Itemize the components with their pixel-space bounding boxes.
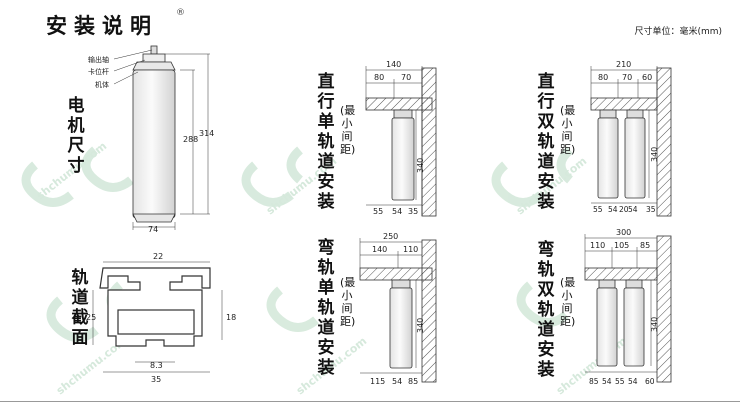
track-dim-35: 35 <box>151 375 161 384</box>
p3-top-dim-2: 110 <box>403 245 418 254</box>
p4-top-dim-1: 110 <box>590 241 605 250</box>
p1-bottom-dim-2: 54 <box>392 207 402 216</box>
p1-subheading: (最小间距) <box>340 104 356 156</box>
page-title: 安装说明 <box>46 14 158 38</box>
motor-diagram <box>113 45 210 230</box>
label-clip-rod: 卡位杆 <box>88 68 109 76</box>
track-dim-25: 25 <box>86 313 96 322</box>
p2-total-dim: 210 <box>616 60 631 69</box>
motor-dim-314: 314 <box>199 129 214 138</box>
p4-subheading: (最小间距) <box>560 276 576 328</box>
registered-mark: ® <box>176 8 185 18</box>
p3-total-dim: 250 <box>383 232 398 241</box>
track-section-diagram <box>99 267 211 347</box>
install-diagram-curved-double <box>584 234 672 383</box>
unit-note: 尺寸单位：毫米(mm) <box>634 27 722 37</box>
motor-size-heading: 电机尺寸 <box>67 96 85 176</box>
p1-heading: 直行单轨道安装 <box>317 72 335 212</box>
track-dim-18: 18 <box>226 313 236 322</box>
p1-top-dim-1: 80 <box>374 73 384 82</box>
install-diagram-curved-single <box>359 238 437 383</box>
p1-bottom-dim-3: 35 <box>408 207 418 216</box>
p2-top-dim-1: 80 <box>598 73 608 82</box>
label-output-shaft: 输出轴 <box>88 56 109 64</box>
p2-top-dim-2: 70 <box>622 73 632 82</box>
p3-bottom-dim-3: 85 <box>408 377 418 386</box>
label-motor-body: 机体 <box>95 81 109 89</box>
track-dim-22: 22 <box>153 252 163 261</box>
p4-height-dim: 340 <box>650 317 659 332</box>
p1-total-dim: 140 <box>386 60 401 69</box>
track-section-heading: 轨道截面 <box>71 268 89 348</box>
p2-height-dim: 340 <box>650 147 659 162</box>
track-dim-8-3: 8.3 <box>150 361 163 370</box>
watermark-text: shchumu.com <box>554 334 629 397</box>
p3-heading: 弯轨单轨道安装 <box>317 238 335 378</box>
p4-total-dim: 300 <box>616 228 631 237</box>
p2-subheading: (最小间距) <box>560 104 576 156</box>
p2-bottom-dim-4: 54 <box>628 205 638 214</box>
p1-height-dim: 340 <box>416 158 425 173</box>
footer-divider <box>0 401 740 402</box>
p4-heading: 弯轨双轨道安装 <box>537 240 555 380</box>
p4-bottom-dim-5: 60 <box>645 377 655 386</box>
p2-bottom-dim-2: 54 <box>608 205 618 214</box>
p2-top-dim-3: 60 <box>642 73 652 82</box>
install-diagram-straight-double <box>590 66 672 217</box>
p4-bottom-dim-3: 55 <box>615 377 625 386</box>
track-dims <box>92 261 223 373</box>
p3-height-dim: 340 <box>416 318 425 333</box>
p2-bottom-dim-1: 55 <box>593 205 603 214</box>
p4-bottom-dim-1: 85 <box>589 377 599 386</box>
p4-top-dim-3: 85 <box>640 241 650 250</box>
p3-top-dim-1: 140 <box>372 245 387 254</box>
p3-subheading: (最小间距) <box>340 276 356 328</box>
p4-bottom-dim-2: 54 <box>602 377 612 386</box>
p2-bottom-dim-3: 20 <box>619 205 629 214</box>
p3-bottom-dim-2: 54 <box>392 377 402 386</box>
p1-bottom-dim-1: 55 <box>373 207 383 216</box>
p4-bottom-dim-4: 54 <box>628 377 638 386</box>
motor-dim-288: 288 <box>183 135 198 144</box>
p3-bottom-dim-1: 115 <box>370 377 385 386</box>
p1-top-dim-2: 70 <box>401 73 411 82</box>
p2-heading: 直行双轨道安装 <box>537 72 555 212</box>
motor-dim-74: 74 <box>148 225 158 234</box>
install-diagram-straight-single <box>365 66 437 217</box>
p2-bottom-dim-5: 35 <box>646 205 656 214</box>
p4-top-dim-2: 105 <box>614 241 629 250</box>
